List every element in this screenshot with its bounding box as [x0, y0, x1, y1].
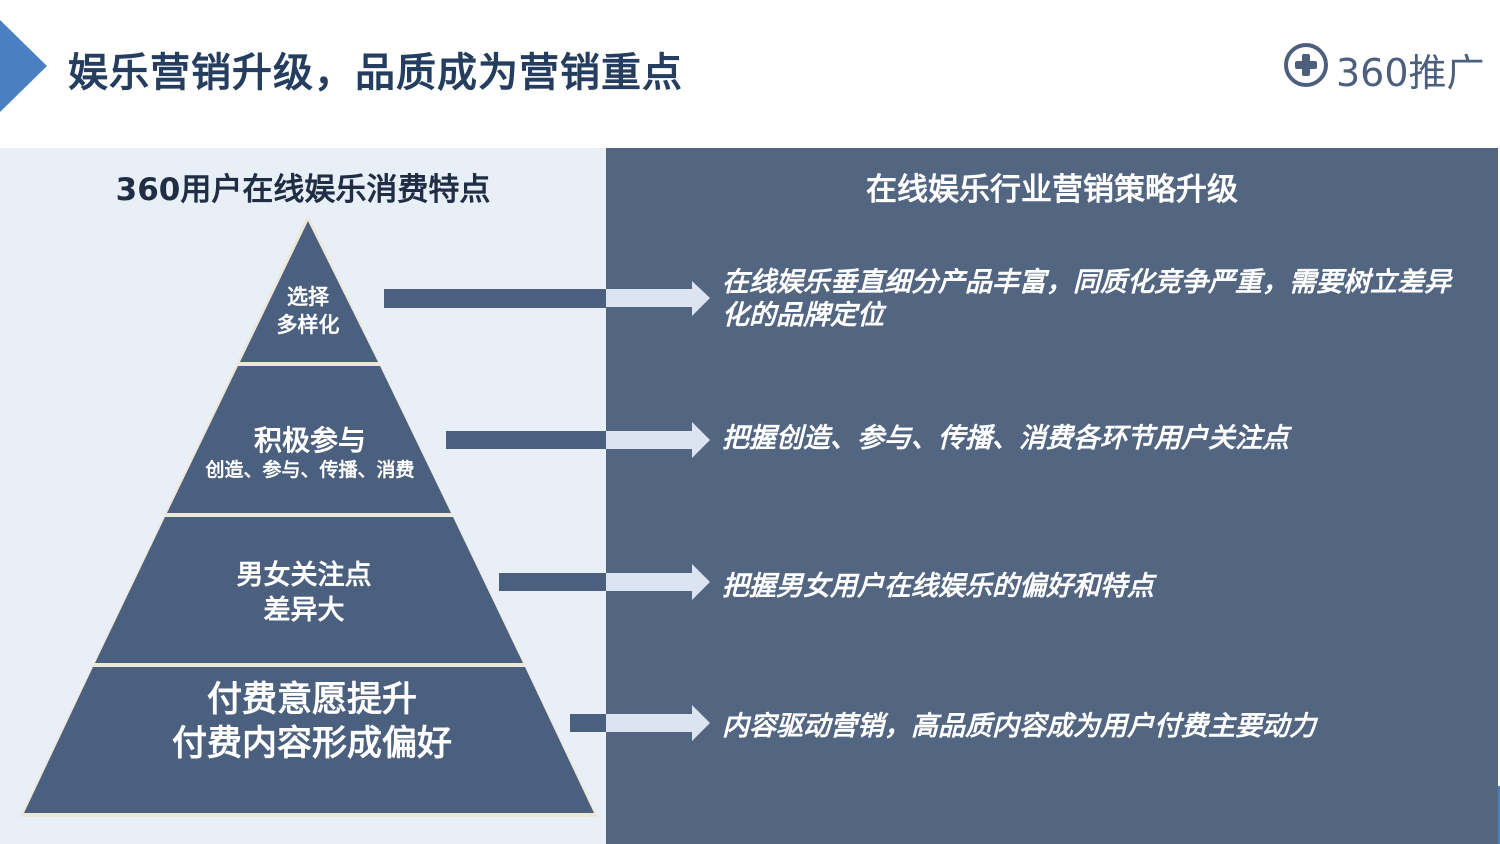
- strategy-item-3: 把握男女用户在线娱乐的偏好和特点: [722, 571, 1154, 602]
- right-panel: [606, 148, 1498, 844]
- strategy-item-4: 内容驱动营销，高品质内容成为用户付费主要动力: [722, 711, 1316, 742]
- arrow-4: [570, 705, 710, 741]
- pyramid-label-2: 积极参与 创造、参与、传播、消费: [205, 424, 414, 482]
- strategy-item-2: 把握创造、参与、传播、消费各环节用户关注点: [722, 423, 1289, 454]
- arrow-3: [499, 564, 710, 600]
- pyramid-2-line1: 积极参与: [253, 424, 367, 457]
- pyramid-label-4: 付费意愿提升 付费内容形成偏好: [172, 678, 452, 766]
- pyramid-3-line2: 差异大: [263, 595, 345, 626]
- pyramid-level-3: [95, 517, 523, 663]
- pyramid-2-line2: 创造、参与、传播、消费: [205, 459, 415, 481]
- page-title: 娱乐营销升级，品质成为营销重点: [68, 50, 683, 96]
- pyramid-label-3: 男女关注点 差异大: [237, 558, 372, 628]
- right-heading: 在线娱乐行业营销策略升级: [866, 172, 1238, 208]
- pyramid-4-line2: 付费内容形成偏好: [171, 724, 453, 764]
- title-chevron-icon: [0, 20, 47, 112]
- pyramid-4-line1: 付费意愿提升: [206, 680, 418, 720]
- logo-360-icon: [1284, 43, 1328, 87]
- pyramid-level-2: [167, 366, 451, 513]
- pyramid-level-4: [24, 667, 594, 813]
- pyramid-level-1: [240, 221, 378, 362]
- pyramid-1-line1: 选择: [287, 285, 329, 309]
- strategy-item-1: 在线娱乐垂直细分产品丰富，同质化竞争严重，需要树立差异化的品牌定位: [722, 267, 1451, 331]
- pyramid-3-line1: 男女关注点: [236, 560, 372, 591]
- logo-text: 360推广: [1336, 51, 1485, 95]
- arrow-2: [446, 422, 710, 458]
- pyramid-label-1: 选择 多样化: [277, 283, 340, 339]
- left-heading: 360用户在线娱乐消费特点: [115, 172, 491, 208]
- arrow-1: [384, 281, 710, 316]
- pyramid-1-line2: 多样化: [276, 313, 340, 337]
